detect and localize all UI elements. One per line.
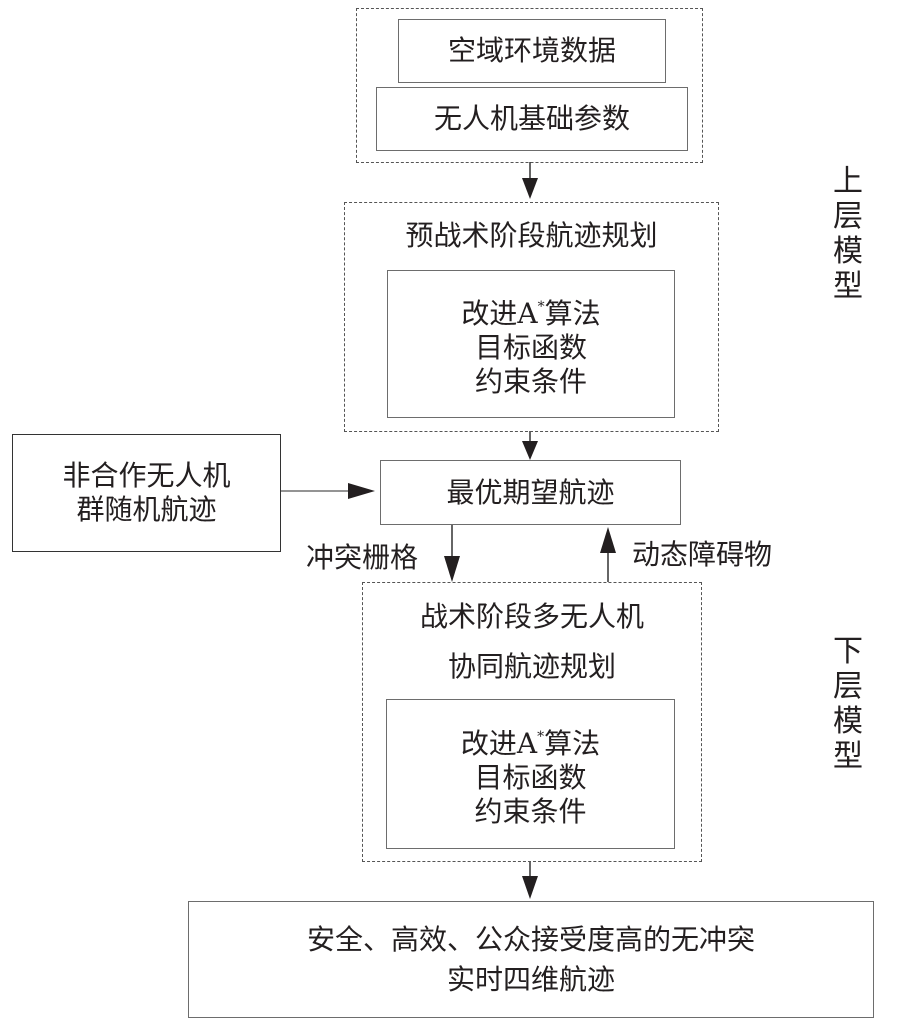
upper-model-char: 上: [833, 164, 863, 199]
pre-tactical-method-line1: 改进A*算法: [461, 290, 600, 331]
airspace-data-box: 空域环境数据: [398, 19, 666, 83]
tactical-method-line2: 目标函数: [474, 760, 587, 794]
lower-model-char: 层: [833, 669, 863, 704]
pre-tactical-title: 预战术阶段航迹规划: [405, 219, 658, 252]
lower-model-char: 模: [833, 704, 863, 739]
upper-model-char: 模: [833, 234, 863, 269]
arrow-tactical-to-output: [522, 861, 538, 899]
non-cooperative-line1: 非合作无人机: [62, 459, 231, 492]
uav-params-label: 无人机基础参数: [433, 102, 630, 135]
algorithm-suffix: 算法: [544, 726, 601, 760]
optimal-trajectory-box: 最优期望航迹: [380, 460, 681, 525]
upper-model-char: 层: [833, 199, 863, 234]
arrow-pretactical-to-optimal: [522, 431, 538, 460]
arrow-dynamic-obstacle-up: [600, 527, 616, 582]
arrow-noncoop-to-optimal: [280, 483, 375, 499]
airspace-data-label: 空域环境数据: [447, 34, 616, 67]
pre-tactical-method-line2: 目标函数: [474, 330, 587, 364]
upper-model-label: 上 层 模 型: [828, 164, 868, 304]
tactical-method-box: 改进A*算法 目标函数 约束条件: [386, 699, 675, 849]
lower-model-char: 型: [833, 739, 863, 774]
conflict-grid-label: 冲突栅格: [305, 541, 418, 574]
algorithm-name: 改进A: [460, 726, 538, 760]
pre-tactical-method-line3: 约束条件: [474, 364, 587, 398]
arrow-input-to-pretactical: [522, 162, 538, 199]
algorithm-name: 改进A: [461, 296, 538, 330]
pre-tactical-group: [344, 202, 719, 432]
output-line1: 安全、高效、公众接受度高的无冲突: [306, 922, 755, 956]
tactical-method-line1: 改进A*算法: [461, 720, 600, 761]
pre-tactical-method-box: 改进A*算法 目标函数 约束条件: [387, 270, 675, 418]
algorithm-star: *: [537, 298, 545, 315]
tactical-group: [362, 582, 702, 862]
algorithm-suffix: 算法: [544, 296, 601, 330]
optimal-trajectory-label: 最优期望航迹: [446, 475, 615, 509]
output-box: 安全、高效、公众接受度高的无冲突 实时四维航迹: [188, 901, 874, 1018]
non-cooperative-box: 非合作无人机 群随机航迹: [12, 434, 281, 552]
uav-params-box: 无人机基础参数: [376, 87, 688, 151]
non-cooperative-line2: 群随机航迹: [76, 493, 217, 526]
tactical-method-line3: 约束条件: [474, 794, 587, 828]
tactical-title-line1: 战术阶段多无人机: [419, 600, 644, 633]
algorithm-star: *: [537, 728, 545, 745]
arrow-conflict-grid-down: [444, 525, 460, 582]
input-group: [356, 8, 703, 163]
lower-model-label: 下 层 模 型: [828, 634, 868, 774]
output-line2: 实时四维航迹: [446, 962, 615, 996]
dynamic-obstacle-label: 动态障碍物: [631, 538, 772, 571]
tactical-title-line2: 协同航迹规划: [447, 650, 616, 683]
upper-model-char: 型: [833, 269, 863, 304]
lower-model-char: 下: [833, 634, 863, 669]
